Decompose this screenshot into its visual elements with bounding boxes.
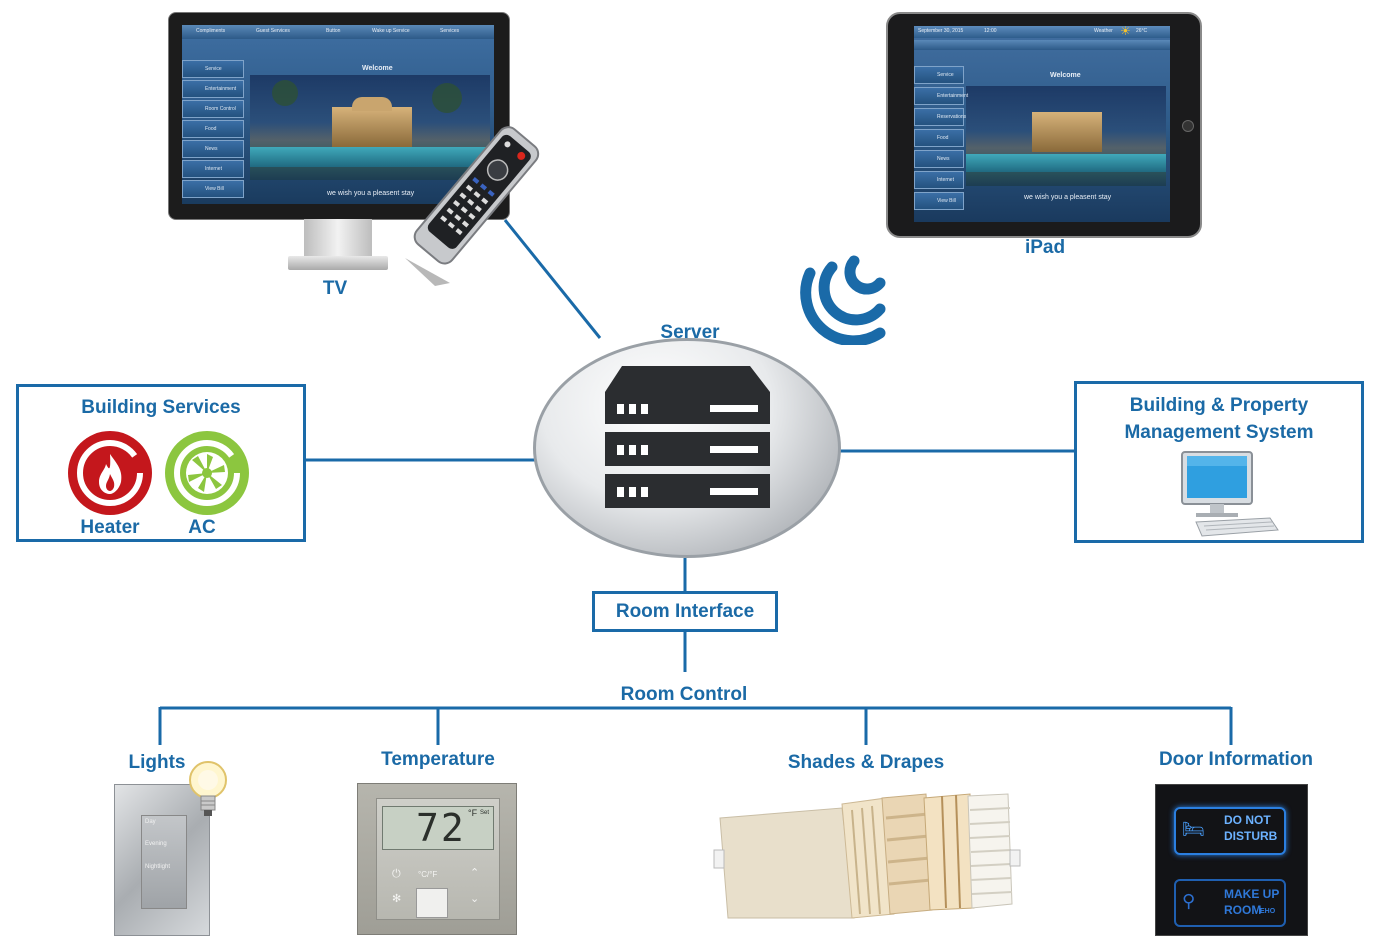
ipad-screen: September 30, 2015 12:00 Weather ☀ 26°C … bbox=[914, 26, 1170, 222]
wifi-icon bbox=[800, 255, 886, 345]
ipad-menu-item: View Bill bbox=[914, 192, 964, 210]
tv-menu-item: View Bill bbox=[182, 180, 244, 198]
ipad-time: 12:00 bbox=[984, 28, 997, 34]
tv-tab-label: Guest Services bbox=[256, 28, 290, 34]
make-up-room-line1: MAKE UP bbox=[1224, 887, 1280, 901]
bpms-title-line2: Management System bbox=[1124, 422, 1314, 443]
bpms-title-line1: Building & Property bbox=[1129, 395, 1309, 416]
chevron-up-icon: ⌃ bbox=[470, 866, 480, 879]
thermostat-set-indicator: Set bbox=[480, 810, 490, 816]
ipad-label: iPad bbox=[1024, 237, 1066, 258]
desktop-computer-icon bbox=[1181, 451, 1279, 537]
tv-device: Compliments Guest Services Button Wake u… bbox=[168, 12, 510, 272]
thermostat-unit: °F bbox=[468, 808, 478, 818]
light-scene-button: Evening bbox=[145, 841, 167, 847]
tv-tab-label: Button bbox=[326, 28, 341, 34]
door-information-label: Door Information bbox=[1158, 749, 1314, 770]
shades-label: Shades & Drapes bbox=[787, 752, 945, 773]
ipad-welcome-text: Welcome bbox=[1050, 72, 1081, 79]
tv-server-link bbox=[503, 219, 602, 339]
vacuum-cleaner-icon: ⚲ bbox=[1182, 891, 1196, 912]
chevron-down-icon: ⌄ bbox=[470, 892, 480, 905]
tv-menu-item: Service bbox=[182, 60, 244, 78]
tv-tab-label: Wake up Service bbox=[372, 28, 410, 34]
room-interface-box bbox=[592, 591, 778, 632]
tv-screen: Compliments Guest Services Button Wake u… bbox=[182, 25, 494, 204]
ipad-temperature: 26°C bbox=[1136, 28, 1148, 34]
ipad-menu-item: Food bbox=[914, 129, 964, 147]
light-scene-button: Nightlight bbox=[145, 864, 171, 870]
tv-tab-label: Compliments bbox=[196, 28, 226, 34]
remote-control-icon bbox=[405, 126, 540, 286]
ipad-device: September 30, 2015 12:00 Weather ☀ 26°C … bbox=[886, 12, 1202, 238]
make-up-room-tag: EHO bbox=[1260, 908, 1276, 915]
building-services-box bbox=[16, 384, 306, 542]
ac-fan-icon bbox=[165, 431, 249, 515]
room-interface-label: Room Interface bbox=[615, 601, 755, 622]
tv-tab-label: Services bbox=[440, 28, 460, 34]
ipad-menu-item: News bbox=[914, 150, 964, 168]
tv-menu-item: Food bbox=[182, 120, 244, 138]
thermostat-mode-button: °C/°F bbox=[418, 870, 438, 879]
tv-label: TV bbox=[322, 278, 348, 299]
light-scene-button: Day bbox=[145, 819, 156, 825]
ipad-menu-item: Reservations bbox=[914, 108, 966, 126]
server-label: Server bbox=[660, 322, 720, 343]
ipad-menu-item: Internet bbox=[914, 171, 964, 189]
tv-menu-item: Entertainment bbox=[182, 80, 244, 98]
ipad-weather: Weather bbox=[1094, 28, 1113, 34]
heater-flame-icon bbox=[68, 431, 152, 515]
do-not-disturb-line1: DO NOT bbox=[1224, 813, 1271, 827]
sun-icon: ☀ bbox=[1120, 26, 1131, 38]
building-services-title: Building Services bbox=[81, 397, 241, 418]
temperature-label: Temperature bbox=[381, 749, 495, 770]
door-sign-panel: 🛏 DO NOT DISTURB ⚲ MAKE UP ROOM EHO bbox=[1155, 784, 1308, 936]
do-not-disturb-line2: DISTURB bbox=[1224, 829, 1278, 843]
tv-footer-text: we wish you a pleasent stay bbox=[327, 190, 415, 197]
ipad-menu-item: Entertainment bbox=[914, 87, 968, 105]
tv-welcome-text: Welcome bbox=[362, 65, 393, 72]
room-control-label: Room Control bbox=[620, 684, 748, 705]
light-bulb-icon bbox=[189, 761, 227, 816]
lights-label: Lights bbox=[128, 752, 186, 773]
bed-icon: 🛏 bbox=[1182, 819, 1205, 840]
thermostat-reading: 72 bbox=[416, 806, 466, 850]
tv-menu-item: News bbox=[182, 140, 244, 158]
ipad-footer-text: we wish you a pleasent stay bbox=[1024, 194, 1112, 201]
tv-menu-item: Room Control bbox=[182, 100, 244, 118]
power-icon: ⏻ bbox=[392, 867, 401, 880]
ac-label: AC bbox=[188, 517, 216, 538]
ipad-menu-item: Service bbox=[914, 66, 964, 84]
ipad-date: September 30, 2015 bbox=[918, 28, 964, 34]
shades-drapes-image bbox=[713, 793, 1021, 919]
fan-icon: ✻ bbox=[392, 892, 402, 905]
heater-label: Heater bbox=[80, 517, 140, 538]
make-up-room-line2: ROOM bbox=[1224, 903, 1262, 917]
server-rack-icon bbox=[605, 366, 770, 508]
tv-menu-item: Internet bbox=[182, 160, 244, 178]
thermostat-panel: 72 °F Set °C/°F ⏻ ⌃ ⌄ ✻ bbox=[357, 783, 517, 935]
